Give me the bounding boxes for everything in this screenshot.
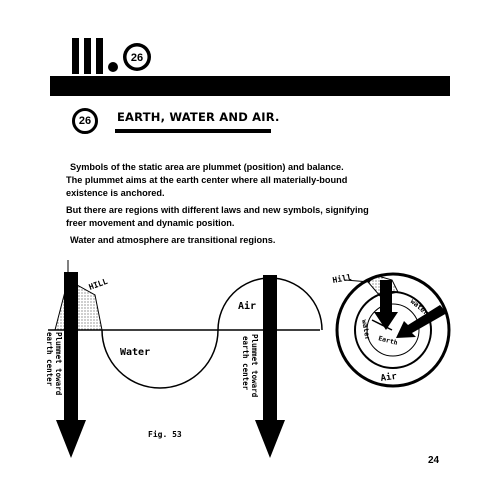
header-bar xyxy=(50,76,450,96)
page-number: 24 xyxy=(428,455,440,466)
chapter-badge-number: 26 xyxy=(131,52,143,64)
paragraph-2-line-2: freer movement and dynamic position. xyxy=(66,218,235,228)
globe-diagram xyxy=(335,272,451,388)
label-plummet-mid-line-1: Plummet toward xyxy=(250,334,259,397)
left-plummet-arrow xyxy=(56,272,86,458)
label-earth: Earth xyxy=(377,334,398,347)
section-number-badge: 26 xyxy=(72,108,98,134)
water-basin xyxy=(101,329,219,389)
label-plummet-mid-line-2: earth center xyxy=(241,336,250,391)
paragraph-1-line-2: The plummet aims at the earth center whe… xyxy=(66,175,348,185)
section-title: EARTH, WATER AND AIR. xyxy=(117,110,280,124)
paragraph-1-line-3: existence is anchored. xyxy=(66,188,165,198)
paragraph-2-line-1: But there are regions with different law… xyxy=(66,205,369,215)
middle-plummet-arrow xyxy=(255,275,285,458)
label-air-ring: Air xyxy=(380,371,398,384)
label-plummet-left-line-2: earth center xyxy=(45,332,54,387)
label-water-ring: water xyxy=(409,297,430,317)
figure-53-diagram: HILL Air Water Plummet toward earth cent… xyxy=(45,260,451,458)
paragraph-1-line-1: Symbols of the static area are plummet (… xyxy=(70,162,344,172)
label-plummet-left-line-1: Plummet toward xyxy=(54,332,63,395)
chapter-numeral-mark: 26 xyxy=(72,38,151,74)
label-air: Air xyxy=(238,300,256,312)
label-water: Water xyxy=(120,347,150,358)
figure-caption: Fig. 53 xyxy=(148,429,182,439)
label-hill-left: HILL xyxy=(88,277,109,292)
label-water-ring-left: water xyxy=(360,319,372,341)
section-underline xyxy=(115,129,271,133)
paragraph-3: Water and atmosphere are transitional re… xyxy=(70,235,276,245)
label-hill-right: Hill xyxy=(332,272,353,285)
